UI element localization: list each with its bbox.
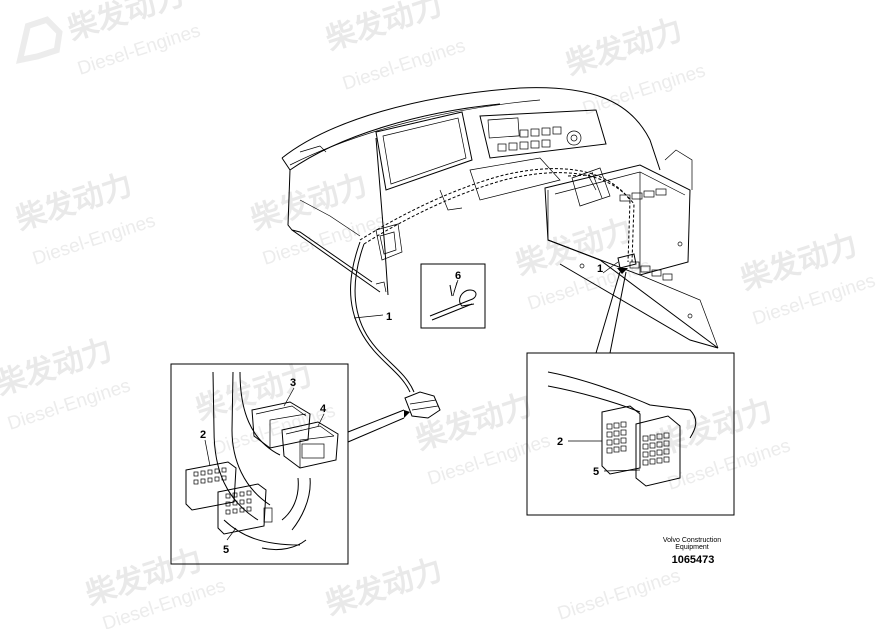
leader-line [452,281,458,297]
callout-5: 5 [593,466,599,478]
callout-1: 1 [386,311,392,323]
leader-line [602,261,619,274]
callout-4: 4 [320,403,327,415]
callout-1: 1 [597,263,603,275]
callout-2: 2 [200,429,206,441]
callout-5: 5 [223,544,229,556]
watermark-logo-icon [16,16,63,64]
left-detail-inset [170,363,410,565]
caption-company: Volvo Construction [663,537,721,544]
dashboard-assembly [281,87,719,419]
leader-line [353,314,384,319]
callout-3: 3 [290,377,296,389]
watermark-en: Diesel-Engines [555,565,683,624]
caption-division: Equipment [675,544,709,551]
callout-6: 6 [455,270,461,282]
callout-2: 2 [557,436,563,448]
cable-tie-inset [420,263,486,329]
drawing-number: 1065473 [672,554,715,566]
right-detail-inset [526,268,735,516]
watermark-cn: 柴发动力 [322,552,447,622]
